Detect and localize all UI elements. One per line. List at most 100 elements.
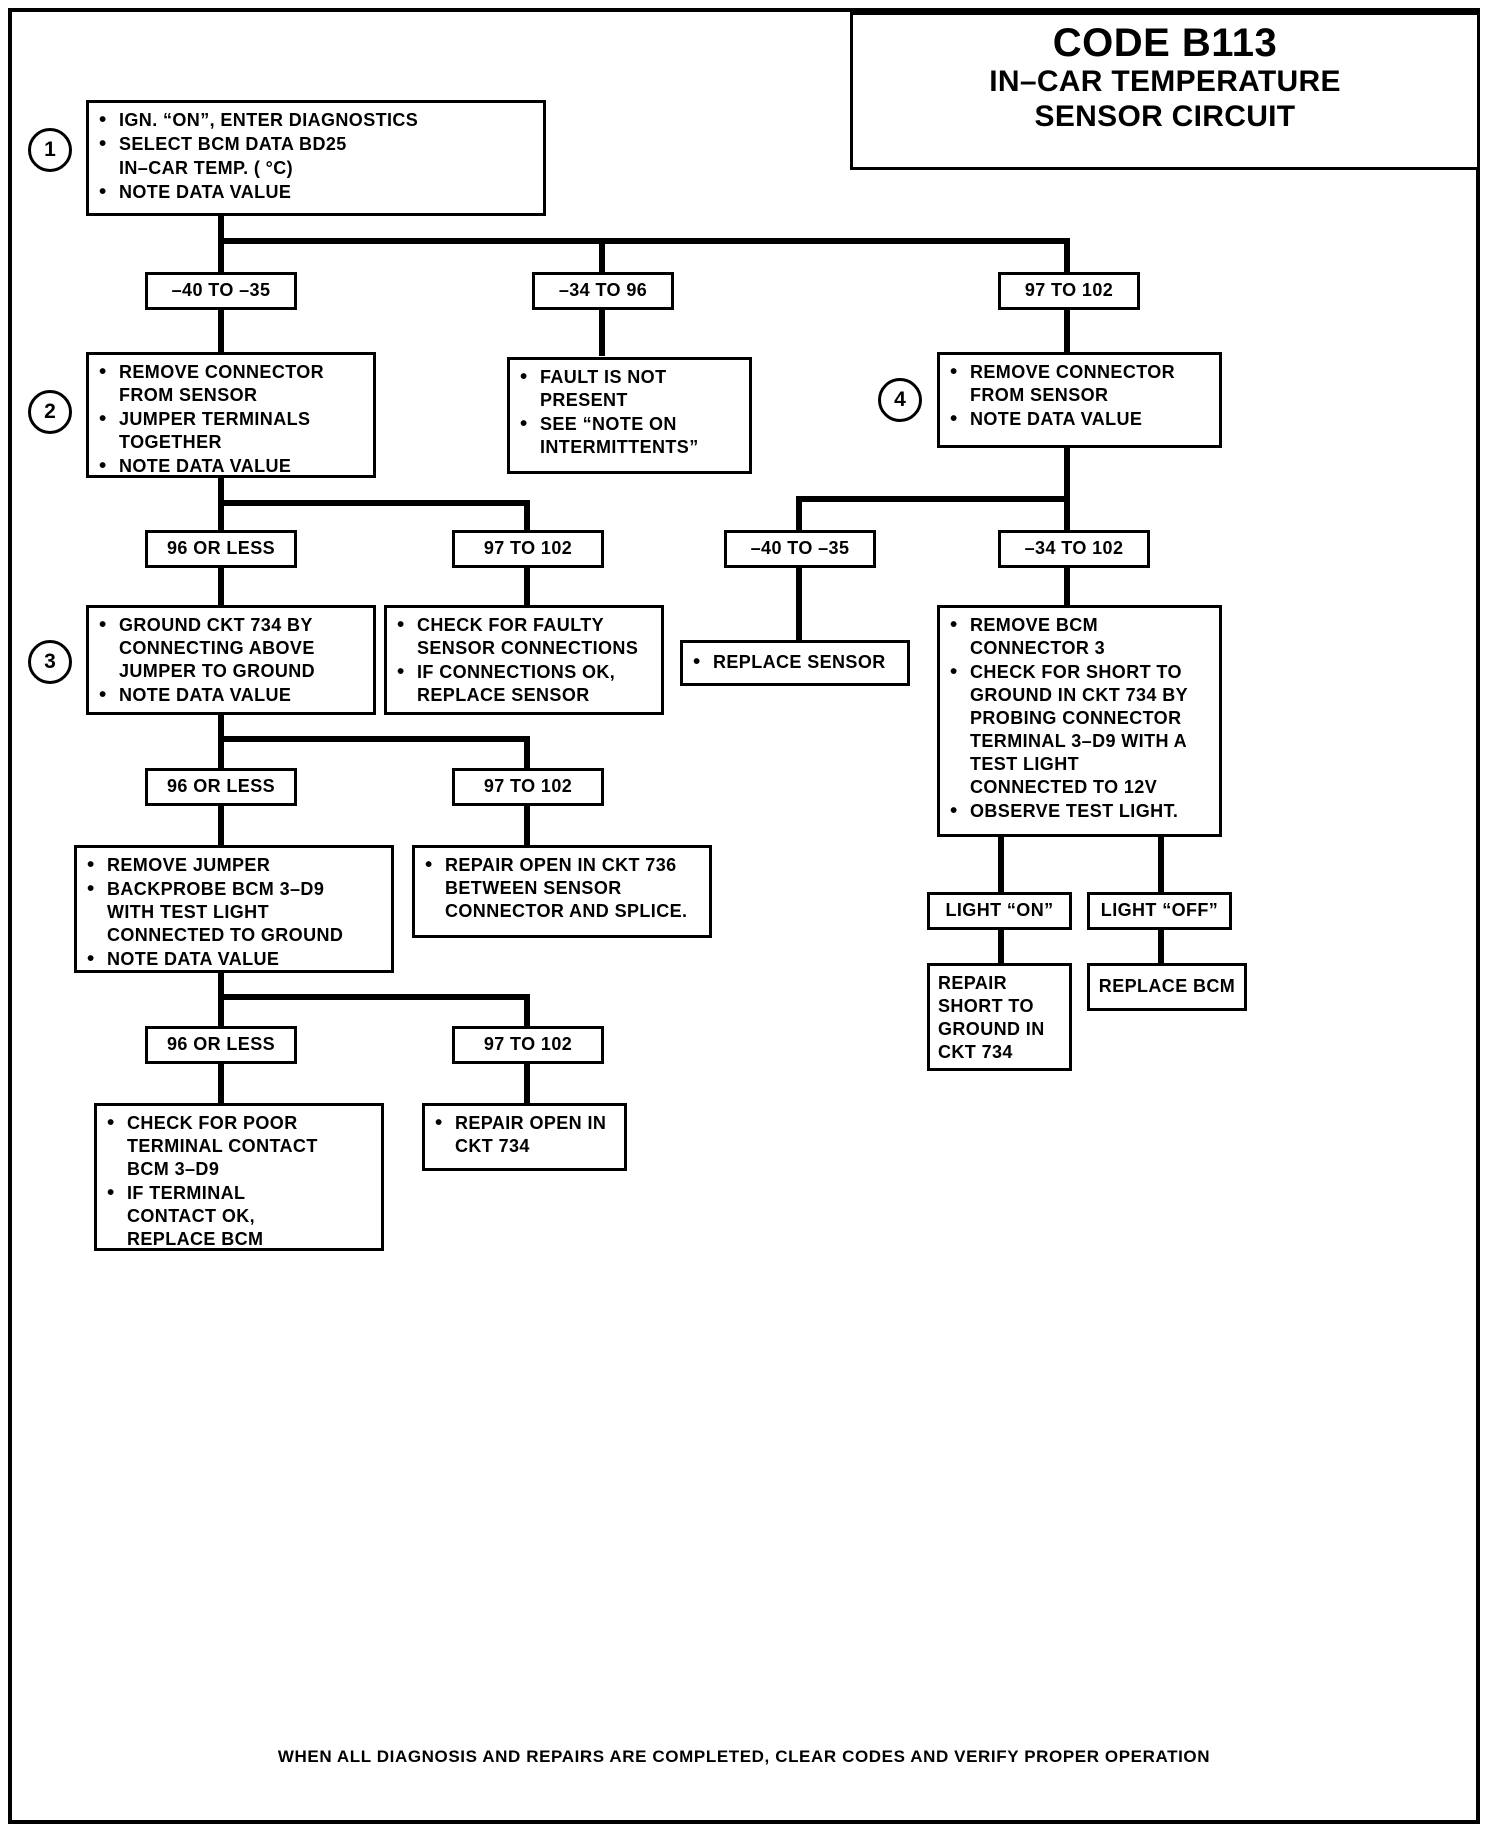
connector-line — [218, 565, 224, 607]
step-marker-3: 3 — [28, 640, 72, 684]
connector-line — [218, 714, 224, 740]
box-step2-line-2: JUMPER TERMINALS TOGETHER — [97, 407, 365, 454]
box-replace-sensor-line-1: REPLACE SENSOR — [691, 650, 899, 675]
box-check-poor-line-1: CHECK FOR POOR TERMINAL CONTACT BCM 3–D9 — [105, 1111, 373, 1181]
decision-m40-to-m35: –40 TO –35 — [145, 272, 297, 310]
decision-m34-to-102-right: –34 TO 102 — [998, 530, 1150, 568]
box-step4-line-1: REMOVE CONNECTOR FROM SENSOR — [948, 360, 1211, 407]
title-line-2: IN–CAR TEMPERATURE — [989, 65, 1341, 98]
box-step3-line-2: NOTE DATA VALUE — [97, 683, 365, 708]
box-remove-jumper-line-2: BACKPROBE BCM 3–D9 WITH TEST LIGHT CONNE… — [85, 877, 383, 947]
box-remove-jumper: REMOVE JUMPER BACKPROBE BCM 3–D9 WITH TE… — [74, 845, 394, 973]
connector-line — [218, 736, 224, 768]
box-step1-line-2: SELECT BCM DATA BD25 — [97, 132, 535, 157]
connector-line — [524, 736, 530, 768]
footer-note: WHEN ALL DIAGNOSIS AND REPAIRS ARE COMPL… — [277, 1747, 1211, 1766]
connector-line — [218, 500, 530, 506]
decision-96-or-less-b: 96 OR LESS — [145, 768, 297, 806]
box-step4-line-2: NOTE DATA VALUE — [948, 407, 1211, 432]
connector-line — [218, 972, 224, 998]
decision-97-to-102-a: 97 TO 102 — [452, 530, 604, 568]
box-step4: REMOVE CONNECTOR FROM SENSOR NOTE DATA V… — [937, 352, 1222, 448]
box-fault-line-1: FAULT IS NOT PRESENT — [518, 365, 741, 412]
connector-line — [524, 1061, 530, 1103]
box-check-faulty-line-1: CHECK FOR FAULTY SENSOR CONNECTIONS — [395, 613, 653, 660]
decision-96-or-less-c: 96 OR LESS — [145, 1026, 297, 1064]
box-check-poor-terminal: CHECK FOR POOR TERMINAL CONTACT BCM 3–D9… — [94, 1103, 384, 1251]
box-step2: REMOVE CONNECTOR FROM SENSOR JUMPER TERM… — [86, 352, 376, 479]
connector-line — [218, 994, 530, 1000]
connector-line — [1064, 448, 1070, 500]
connector-line — [599, 306, 605, 356]
box-check-poor-line-2: IF TERMINAL CONTACT OK, REPLACE BCM — [105, 1181, 373, 1251]
connector-line — [998, 929, 1004, 965]
connector-line — [796, 565, 802, 643]
connector-line — [218, 1061, 224, 1103]
step-marker-1: 1 — [28, 128, 72, 172]
box-remove-bcm-line-1: REMOVE BCM CONNECTOR 3 — [948, 613, 1211, 660]
connector-line — [218, 736, 530, 742]
box-check-faulty-connections: CHECK FOR FAULTY SENSOR CONNECTIONS IF C… — [384, 605, 664, 715]
connector-line — [524, 994, 530, 1026]
box-repair-734-line-1: REPAIR OPEN IN CKT 734 — [433, 1111, 616, 1158]
connector-line — [218, 500, 224, 532]
box-remove-jumper-line-3: NOTE DATA VALUE — [85, 947, 383, 972]
box-repair-open-736: REPAIR OPEN IN CKT 736 BETWEEN SENSOR CO… — [412, 845, 712, 938]
connector-line — [218, 994, 224, 1026]
box-replace-sensor: REPLACE SENSOR — [680, 640, 910, 686]
connector-line — [1064, 238, 1070, 276]
box-step1-line-2b: IN–CAR TEMP. ( °C) — [119, 158, 294, 179]
connector-line — [524, 803, 530, 845]
decision-96-or-less-a: 96 OR LESS — [145, 530, 297, 568]
connector-line — [1158, 836, 1164, 894]
box-remove-bcm-connector: REMOVE BCM CONNECTOR 3 CHECK FOR SHORT T… — [937, 605, 1222, 837]
connector-line — [1064, 565, 1070, 607]
title-line-3: SENSOR CIRCUIT — [1034, 99, 1296, 133]
box-repair-open-734: REPAIR OPEN IN CKT 734 — [422, 1103, 627, 1171]
box-step3: GROUND CKT 734 BY CONNECTING ABOVE JUMPE… — [86, 605, 376, 715]
box-step1-line-3: NOTE DATA VALUE — [97, 180, 535, 205]
box-repair-736-line-1: REPAIR OPEN IN CKT 736 BETWEEN SENSOR CO… — [423, 853, 701, 923]
decision-m34-to-96: –34 TO 96 — [532, 272, 674, 310]
connector-line — [218, 238, 224, 276]
connector-line — [796, 496, 802, 532]
box-check-faulty-line-2: IF CONNECTIONS OK, REPLACE SENSOR — [395, 660, 653, 707]
box-step3-line-1: GROUND CKT 734 BY CONNECTING ABOVE JUMPE… — [97, 613, 365, 683]
connector-line — [796, 496, 1070, 502]
connector-line — [218, 212, 224, 244]
connector-line — [218, 803, 224, 845]
box-repair-short-ckt734: REPAIR SHORT TO GROUND IN CKT 734 — [927, 963, 1072, 1071]
decision-97-to-102-top: 97 TO 102 — [998, 272, 1140, 310]
box-step1-line-1: IGN. “ON”, ENTER DIAGNOSTICS — [97, 108, 535, 133]
title-code: CODE B113 — [1052, 21, 1278, 65]
decision-light-on: LIGHT “ON” — [927, 892, 1072, 930]
box-remove-bcm-line-3: OBSERVE TEST LIGHT. — [948, 799, 1211, 824]
connector-line — [218, 477, 224, 503]
connector-line — [1064, 306, 1070, 352]
box-replace-bcm: REPLACE BCM — [1087, 963, 1247, 1011]
connector-line — [599, 238, 605, 276]
connector-line — [524, 565, 530, 607]
box-step2-line-1: REMOVE CONNECTOR FROM SENSOR — [97, 360, 365, 407]
title-box: CODE B113 IN–CAR TEMPERATURE SENSOR CIRC… — [850, 12, 1480, 170]
decision-m40-to-m35-right: –40 TO –35 — [724, 530, 876, 568]
box-step2-line-3: NOTE DATA VALUE — [97, 454, 365, 479]
step-marker-2: 2 — [28, 390, 72, 434]
connector-line — [1158, 929, 1164, 965]
box-remove-bcm-line-2: CHECK FOR SHORT TO GROUND IN CKT 734 BY … — [948, 660, 1211, 799]
decision-97-to-102-b: 97 TO 102 — [452, 768, 604, 806]
box-fault-line-2: SEE “NOTE ON INTERMITTENTS” — [518, 412, 741, 459]
step-marker-4: 4 — [878, 378, 922, 422]
connector-line — [218, 238, 1070, 244]
box-fault-not-present: FAULT IS NOT PRESENT SEE “NOTE ON INTERM… — [507, 357, 752, 474]
decision-light-off: LIGHT “OFF” — [1087, 892, 1232, 930]
connector-line — [998, 836, 1004, 894]
decision-97-to-102-c: 97 TO 102 — [452, 1026, 604, 1064]
connector-line — [524, 500, 530, 532]
box-remove-jumper-line-1: REMOVE JUMPER — [85, 853, 383, 878]
connector-line — [218, 306, 224, 352]
connector-line — [1064, 496, 1070, 532]
flowchart-canvas: CODE B113 IN–CAR TEMPERATURE SENSOR CIRC… — [12, 12, 1480, 1820]
diagram-sheet: CODE B113 IN–CAR TEMPERATURE SENSOR CIRC… — [8, 8, 1480, 1824]
box-step1: IGN. “ON”, ENTER DIAGNOSTICS SELECT BCM … — [86, 100, 546, 216]
